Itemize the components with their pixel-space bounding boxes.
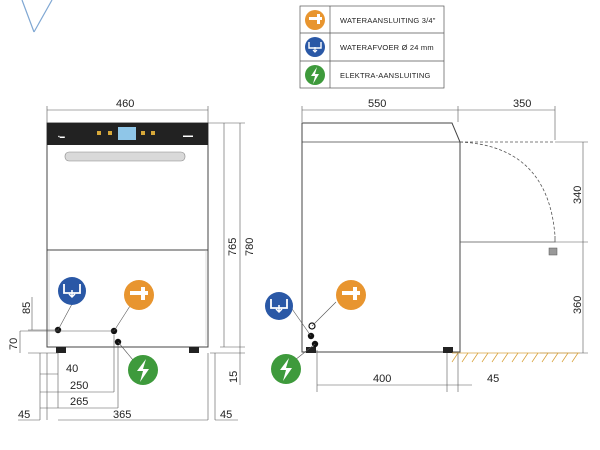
dim-side-depth: 550 — [368, 98, 386, 110]
dim-door-open: 350 — [513, 98, 531, 110]
dim-front-body-height: 765 — [227, 238, 239, 256]
dim-40: 40 — [66, 363, 78, 375]
dim-265: 265 — [70, 396, 88, 408]
display-screen — [118, 127, 136, 140]
legend-label-water-inlet: WATERAANSLUITING 3/4" — [340, 16, 436, 25]
dim-360: 360 — [572, 296, 584, 314]
front-view: 460 ▪▬ ▬▬ 765 780 15 — [8, 98, 256, 421]
dim-365: 365 — [113, 409, 131, 421]
door-open-bottom — [460, 236, 556, 243]
front-logo-left: ▪▬ — [58, 134, 65, 140]
dim-400: 400 — [373, 373, 391, 385]
dim-drain-height: 85 — [21, 302, 33, 314]
dim-45-right: 45 — [220, 409, 232, 421]
side-water-badge — [336, 280, 366, 310]
side-view: 550 350 340 360 — [265, 98, 588, 392]
dim-front-width: 460 — [116, 98, 134, 110]
dim-side-45: 45 — [487, 373, 499, 385]
dim-250: 250 — [70, 380, 88, 392]
legend: WATERAANSLUITING 3/4" WATERAFVOER Ø 24 m… — [299, 5, 445, 89]
side-foot-right — [443, 347, 453, 353]
front-foot-left — [56, 347, 66, 353]
side-foot-left — [306, 347, 316, 353]
dim-340: 340 — [572, 186, 584, 204]
door-handle — [64, 151, 186, 162]
front-drain-badge — [58, 277, 86, 305]
door-swing-arc — [459, 141, 556, 237]
floor-hatch — [451, 352, 580, 363]
side-electric-badge — [271, 354, 301, 384]
legend-label-drain: WATERAFVOER Ø 24 mm — [340, 43, 434, 52]
brand-logo: ▬▬ — [183, 133, 193, 139]
corner-decoration — [21, 0, 53, 33]
legend-electric: ELEKTRA-AANSLUITING — [305, 65, 431, 85]
legend-drain: WATERAFVOER Ø 24 mm — [305, 37, 434, 57]
dim-foot-height: 15 — [228, 371, 240, 383]
dim-45-left: 45 — [18, 409, 30, 421]
front-foot-right — [189, 347, 199, 353]
dim-front-total-height: 780 — [244, 238, 256, 256]
legend-water-inlet: WATERAANSLUITING 3/4" — [305, 10, 436, 30]
legend-label-electric: ELEKTRA-AANSLUITING — [340, 71, 431, 80]
front-water-badge — [124, 280, 154, 310]
dim-inlet-height: 70 — [8, 338, 20, 350]
front-electric-badge — [128, 355, 158, 385]
side-drain-badge — [265, 292, 293, 320]
machine-side-body — [301, 122, 461, 353]
